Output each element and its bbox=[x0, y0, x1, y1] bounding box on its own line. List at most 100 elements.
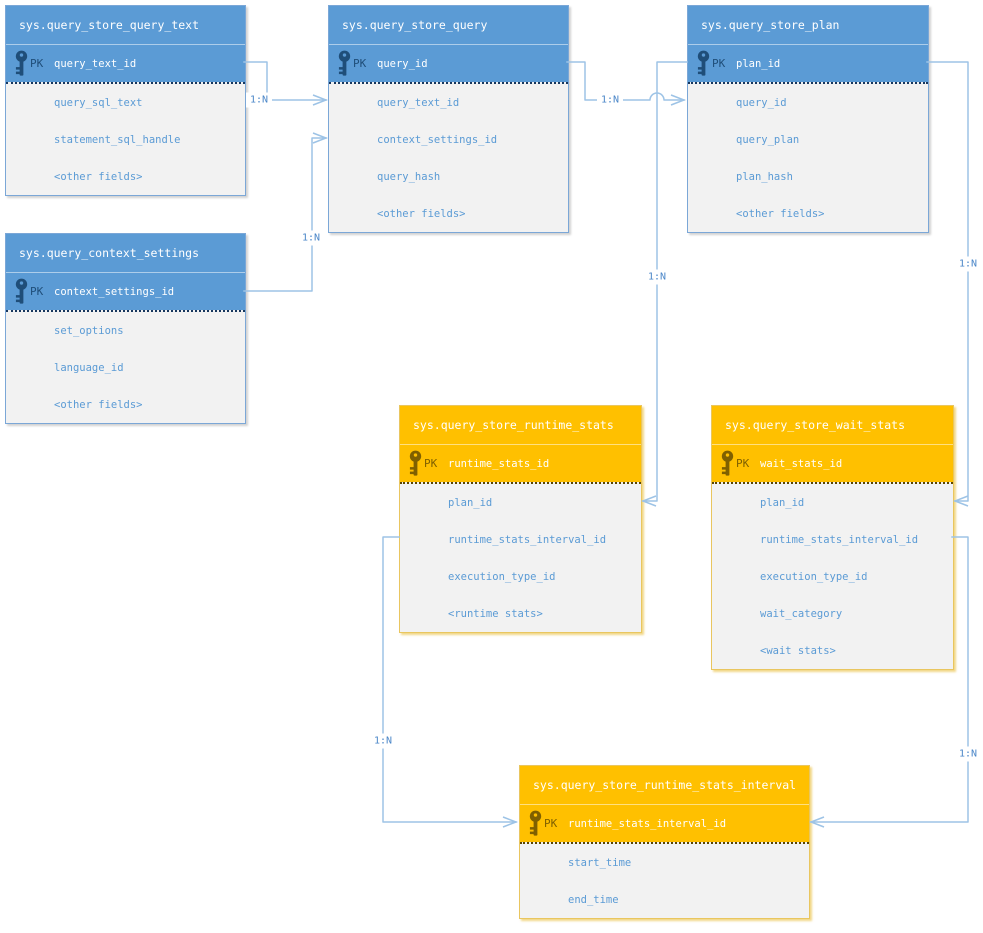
field-row: plan_hash bbox=[736, 170, 793, 183]
table-title: sys.query_store_runtime_stats_interval bbox=[520, 766, 809, 804]
table-title: sys.query_store_runtime_stats bbox=[400, 406, 641, 444]
key-icon bbox=[408, 450, 423, 477]
key-icon bbox=[720, 450, 735, 477]
field-row: query_text_id bbox=[377, 96, 460, 109]
table-fields: query_text_id context_settings_id query_ha… bbox=[329, 82, 568, 232]
key-icon bbox=[14, 50, 29, 77]
arrowhead-icon bbox=[808, 816, 825, 828]
table-title: sys.query_store_query bbox=[329, 6, 568, 44]
field-row: start_time bbox=[568, 856, 632, 869]
pk-field-name: context_settings_id bbox=[54, 285, 175, 298]
table-title: sys.query_store_query_text bbox=[6, 6, 245, 44]
field-row: set_options bbox=[54, 324, 124, 337]
primary-key-row: PK runtime_stats_id bbox=[400, 444, 641, 482]
field-row: wait_category bbox=[760, 607, 843, 620]
table-fields: query_sql_text statement_sql_handle <other… bbox=[6, 82, 245, 195]
table-fields: set_options language_id <other fields> bbox=[6, 310, 245, 423]
field-row: <wait stats> bbox=[760, 644, 836, 657]
relationship-line bbox=[642, 61, 688, 502]
cardinality-label: 1:N bbox=[959, 749, 977, 760]
pk-badge: PK bbox=[30, 285, 44, 298]
cardinality-label-bg bbox=[370, 733, 396, 749]
field-row: end_time bbox=[568, 893, 619, 906]
field-row: query_sql_text bbox=[54, 96, 143, 109]
pk-field-name: query_id bbox=[377, 57, 428, 70]
arrowhead-icon bbox=[312, 132, 329, 144]
field-row: <runtime stats> bbox=[448, 607, 543, 620]
relationship-context-settings-to-query: 1:N bbox=[243, 132, 329, 292]
relationship-query-text-to-query: 1:N bbox=[243, 61, 329, 108]
primary-key-row: PK context_settings_id bbox=[6, 272, 245, 310]
cardinality-label: 1:N bbox=[959, 259, 977, 270]
pk-field-name: runtime_stats_interval_id bbox=[568, 817, 727, 830]
cardinality-label: 1:N bbox=[250, 95, 268, 106]
arrowhead-icon bbox=[952, 495, 969, 507]
field-row: language_id bbox=[54, 361, 124, 374]
pk-field-name: wait_stats_id bbox=[760, 457, 843, 470]
relationship-line bbox=[243, 61, 327, 101]
primary-key-row: PK wait_stats_id bbox=[712, 444, 953, 482]
pk-badge: PK bbox=[353, 57, 367, 70]
cardinality-label-bg bbox=[955, 746, 981, 762]
pk-field-name: plan_id bbox=[736, 57, 781, 70]
arrowhead-icon bbox=[502, 816, 519, 828]
key-icon bbox=[337, 50, 352, 77]
pk-badge: PK bbox=[30, 57, 44, 70]
relationship-line bbox=[566, 61, 685, 101]
cardinality-label-bg bbox=[597, 92, 623, 108]
table-fields: query_id query_plan plan_hash <other fields… bbox=[688, 82, 928, 232]
field-row: execution_type_id bbox=[448, 570, 556, 583]
pk-badge: PK bbox=[424, 457, 438, 470]
field-row: context_settings_id bbox=[377, 133, 498, 146]
table-title: sys.query_store_wait_stats bbox=[712, 406, 953, 444]
field-row: plan_id bbox=[760, 496, 805, 509]
field-row: query_plan bbox=[736, 133, 800, 146]
pk-badge: PK bbox=[736, 457, 750, 470]
primary-key-row: PK query_text_id bbox=[6, 44, 245, 82]
cardinality-label: 1:N bbox=[648, 272, 666, 283]
field-row: <other fields> bbox=[54, 398, 143, 411]
field-row: statement_sql_handle bbox=[54, 133, 181, 146]
pk-badge: PK bbox=[544, 817, 558, 830]
field-row: query_id bbox=[736, 96, 787, 109]
cardinality-label: 1:N bbox=[302, 233, 320, 244]
field-row: query_hash bbox=[377, 170, 441, 183]
primary-key-row: PK runtime_stats_interval_id bbox=[520, 804, 809, 842]
arrowhead-icon bbox=[312, 94, 329, 106]
table-fields: start_time end_time bbox=[520, 842, 809, 918]
table-title: sys.query_context_settings bbox=[6, 234, 245, 272]
arrowhead-icon bbox=[640, 495, 657, 507]
cardinality-label: 1:N bbox=[601, 95, 619, 106]
primary-key-row: PK query_id bbox=[329, 44, 568, 82]
primary-key-row: PK plan_id bbox=[688, 44, 928, 82]
table-fields: plan_id runtime_stats_interval_id executio… bbox=[400, 482, 641, 632]
key-icon bbox=[696, 50, 711, 77]
field-row: <other fields> bbox=[54, 170, 143, 183]
cardinality-label-bg bbox=[644, 269, 670, 285]
pk-field-name: query_text_id bbox=[54, 57, 137, 70]
field-row: runtime_stats_interval_id bbox=[448, 533, 607, 546]
pk-field-name: runtime_stats_id bbox=[448, 457, 550, 470]
field-row: execution_type_id bbox=[760, 570, 868, 583]
relationship-plan-to-runtime-stats: 1:N bbox=[640, 61, 688, 507]
field-row: plan_id bbox=[448, 496, 493, 509]
arrowhead-icon bbox=[670, 94, 687, 106]
cardinality-label: 1:N bbox=[374, 736, 392, 747]
pk-badge: PK bbox=[712, 57, 726, 70]
key-icon bbox=[528, 810, 543, 837]
cardinality-label-bg bbox=[246, 92, 272, 108]
relationship-query-to-plan: 1:N bbox=[566, 61, 687, 108]
relationship-line bbox=[243, 137, 327, 292]
field-row: <other fields> bbox=[736, 207, 825, 220]
cardinality-label-bg bbox=[955, 256, 981, 272]
cardinality-label-bg bbox=[298, 230, 324, 246]
